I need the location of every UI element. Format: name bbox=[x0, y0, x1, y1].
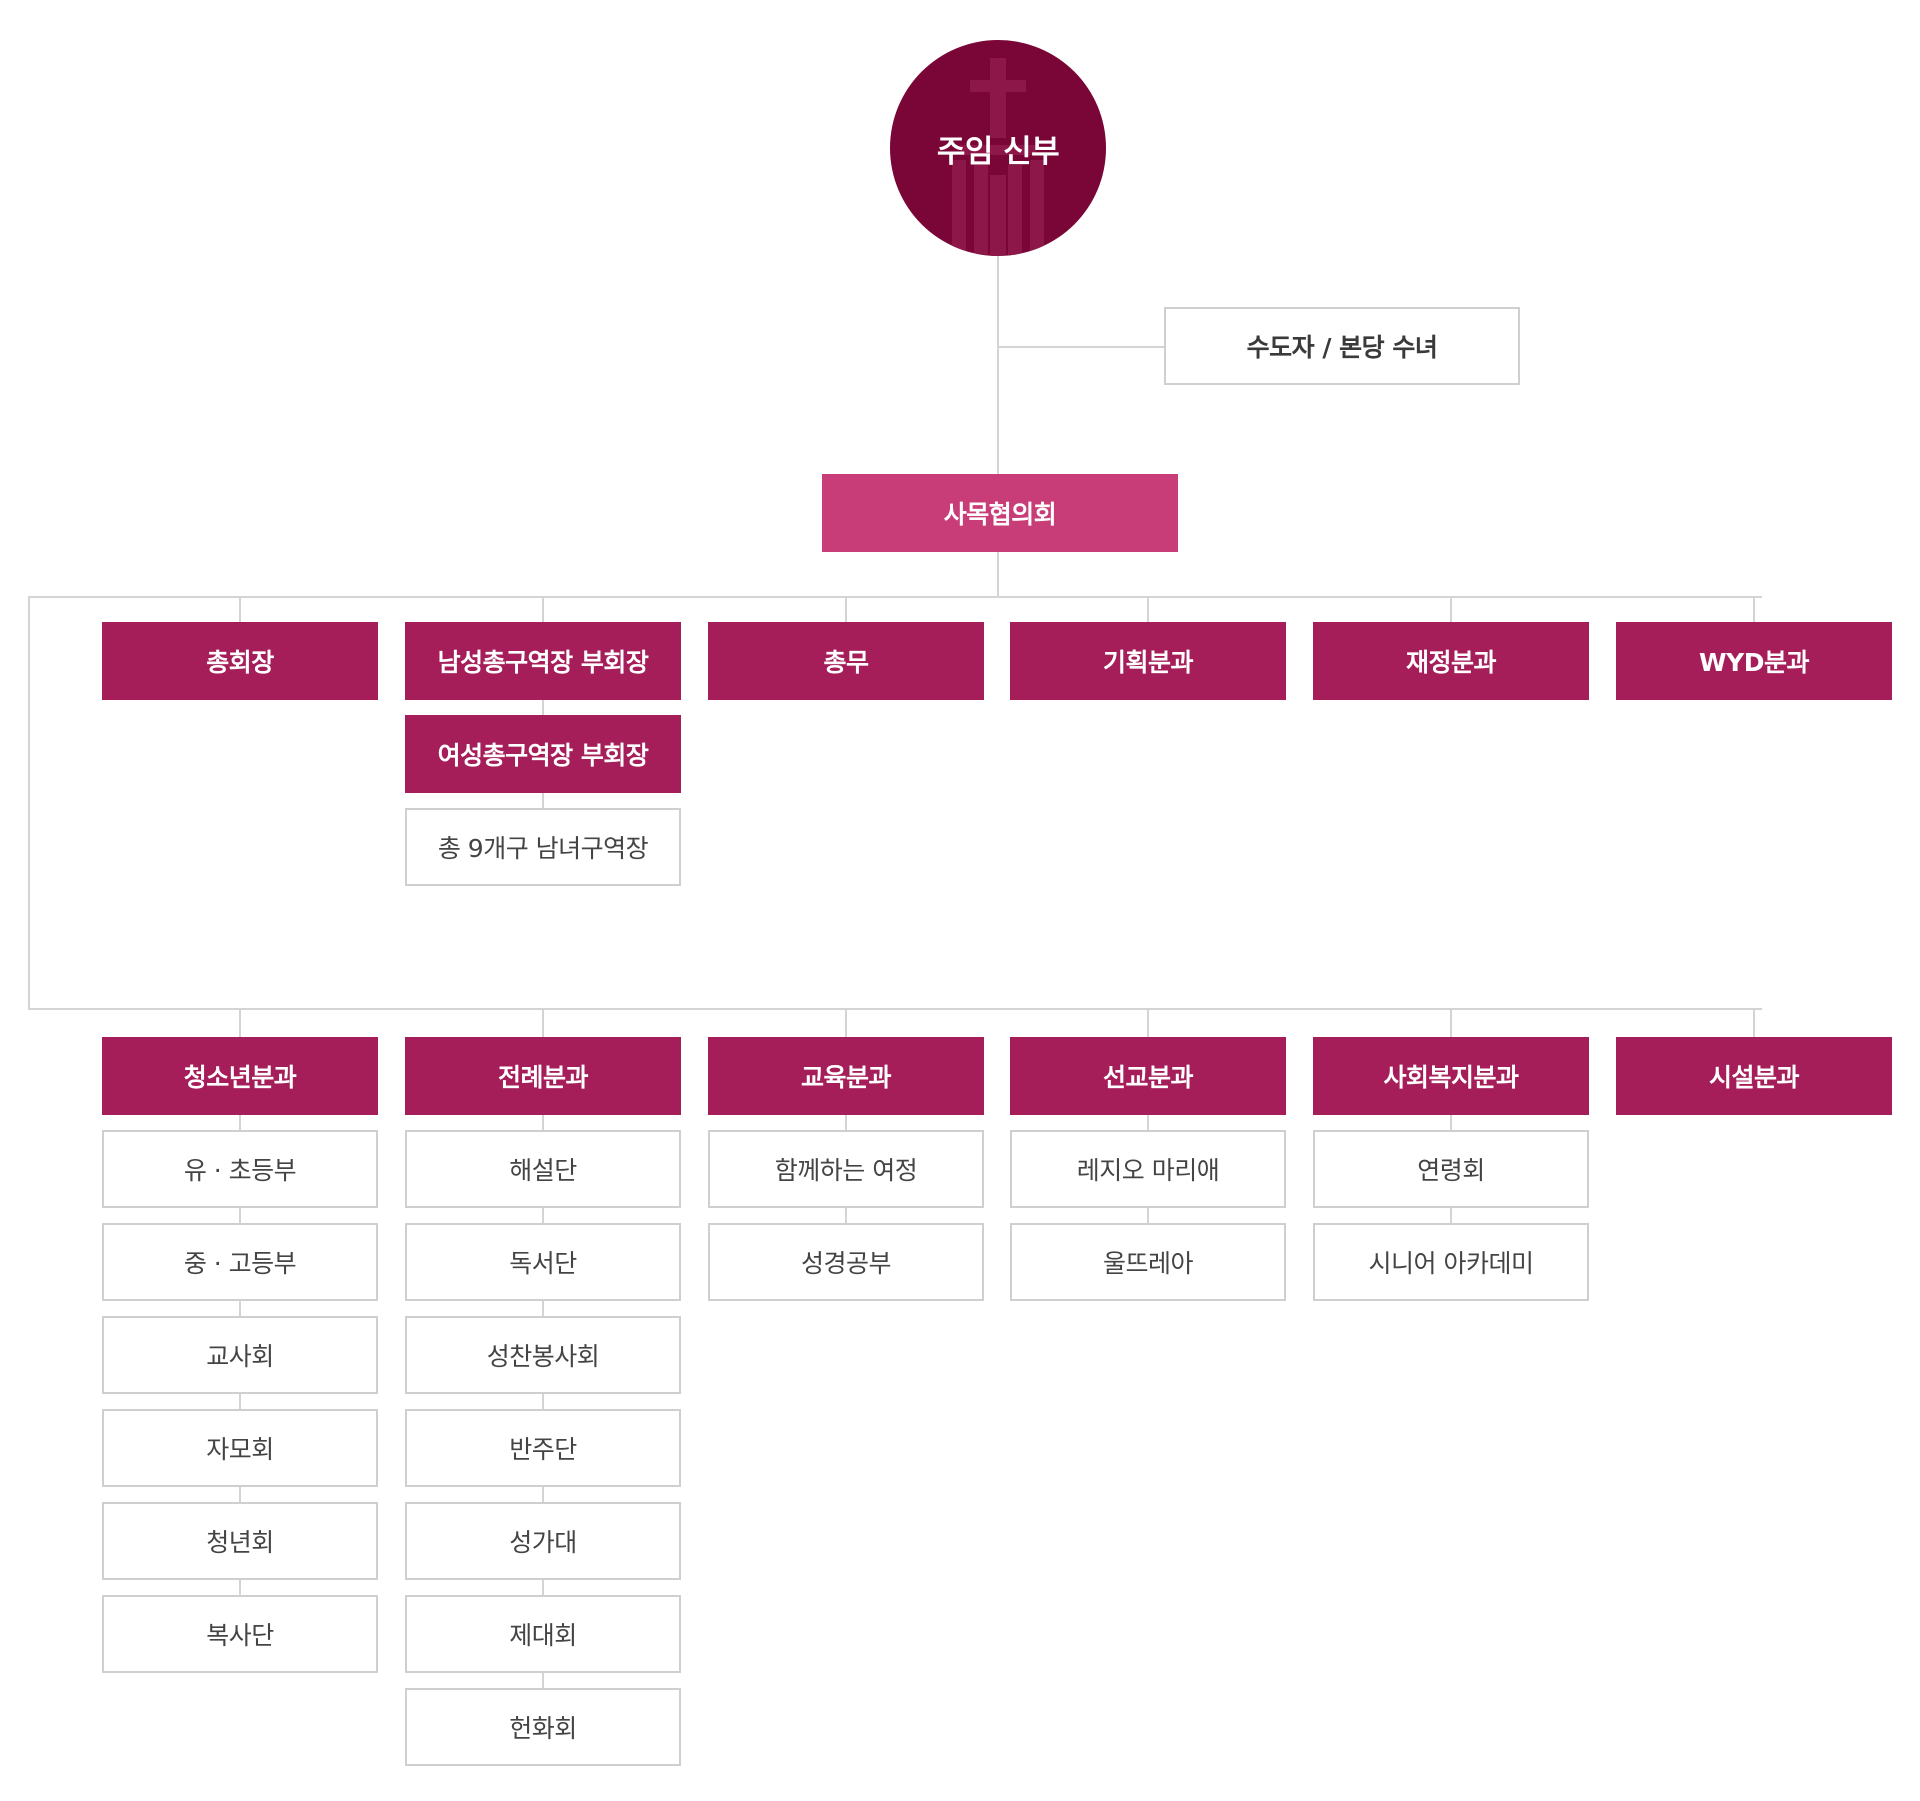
connector-child bbox=[239, 1208, 241, 1223]
connector-lower-drop bbox=[1147, 1008, 1149, 1037]
connector-child bbox=[542, 1301, 544, 1316]
lower-child-box: 울뜨레아 bbox=[1010, 1223, 1286, 1301]
connector-upper-drop bbox=[1450, 596, 1452, 622]
lower-child-box: 청년회 bbox=[102, 1502, 378, 1580]
connector-lower-drop bbox=[542, 1008, 544, 1037]
lower-child-box: 제대회 bbox=[405, 1595, 681, 1673]
connector-child bbox=[542, 1487, 544, 1502]
root-label: 주임 신부 bbox=[936, 133, 1060, 170]
lower-child-box: 시니어 아카데미 bbox=[1313, 1223, 1589, 1301]
council-box: 사목협의회 bbox=[822, 474, 1178, 552]
lower-child-box: 함께하는 여정 bbox=[708, 1130, 984, 1208]
connector-child bbox=[542, 1673, 544, 1688]
lower-child-box: 중 · 고등부 bbox=[102, 1223, 378, 1301]
connector-child bbox=[1450, 1115, 1452, 1130]
connector-child bbox=[239, 1394, 241, 1409]
lower-child-box: 교사회 bbox=[102, 1316, 378, 1394]
upper-child-box: 총 9개구 남녀구역장 bbox=[405, 808, 681, 886]
lower-division-box: 시설분과 bbox=[1616, 1037, 1892, 1115]
lower-child-box: 성찬봉사회 bbox=[405, 1316, 681, 1394]
lower-child-box: 유 · 초등부 bbox=[102, 1130, 378, 1208]
connector-child bbox=[845, 1115, 847, 1130]
lower-child-box: 성가대 bbox=[405, 1502, 681, 1580]
connector-upper-drop bbox=[845, 596, 847, 622]
connector-child bbox=[239, 1301, 241, 1316]
connector-upper-bus bbox=[28, 596, 1762, 598]
connector-lower-drop bbox=[1753, 1008, 1755, 1037]
lower-division-box: 청소년분과 bbox=[102, 1037, 378, 1115]
lower-child-box: 레지오 마리애 bbox=[1010, 1130, 1286, 1208]
lower-child-box: 해설단 bbox=[405, 1130, 681, 1208]
upper-division-box: 기획분과 bbox=[1010, 622, 1286, 700]
lower-child-box: 성경공부 bbox=[708, 1223, 984, 1301]
lower-child-box: 연령회 bbox=[1313, 1130, 1589, 1208]
connector-child bbox=[1450, 1208, 1452, 1223]
upper-division-box: 총회장 bbox=[102, 622, 378, 700]
connector-upper-drop bbox=[1147, 596, 1149, 622]
upper-child-box: 여성총구역장 부회장 bbox=[405, 715, 681, 793]
connector-lower-drop bbox=[1450, 1008, 1452, 1037]
lower-child-box: 반주단 bbox=[405, 1409, 681, 1487]
lower-division-box: 사회복지분과 bbox=[1313, 1037, 1589, 1115]
connector-child bbox=[542, 793, 544, 808]
connector-lower-drop bbox=[239, 1008, 241, 1037]
lower-child-box: 헌화회 bbox=[405, 1688, 681, 1766]
connector-child bbox=[239, 1115, 241, 1130]
upper-division-box: 남성총구역장 부회장 bbox=[405, 622, 681, 700]
root-node: 주임 신부 bbox=[890, 40, 1106, 256]
connector-child bbox=[1147, 1115, 1149, 1130]
connector-upper-drop bbox=[239, 596, 241, 622]
upper-division-box: WYD분과 bbox=[1616, 622, 1892, 700]
church-watermark-icon bbox=[952, 58, 1044, 256]
side-box: 수도자 / 본당 수녀 bbox=[1164, 307, 1520, 385]
connector-council-down bbox=[997, 552, 999, 596]
lower-division-box: 전례분과 bbox=[405, 1037, 681, 1115]
lower-child-box: 복사단 bbox=[102, 1595, 378, 1673]
connector-child bbox=[845, 1208, 847, 1223]
connector-left-frame bbox=[28, 596, 30, 1010]
connector-child bbox=[542, 1394, 544, 1409]
connector-side-branch bbox=[998, 346, 1164, 348]
connector-child bbox=[542, 700, 544, 715]
connector-upper-drop bbox=[1753, 596, 1755, 622]
connector-child bbox=[542, 1580, 544, 1595]
connector-child bbox=[542, 1115, 544, 1130]
lower-division-box: 교육분과 bbox=[708, 1037, 984, 1115]
connector-child bbox=[239, 1580, 241, 1595]
lower-child-box: 자모회 bbox=[102, 1409, 378, 1487]
connector-lower-drop bbox=[845, 1008, 847, 1037]
connector-upper-drop bbox=[542, 596, 544, 622]
connector-lower-bus bbox=[28, 1008, 1762, 1010]
lower-child-box: 독서단 bbox=[405, 1223, 681, 1301]
connector-root-to-council bbox=[997, 256, 999, 474]
connector-child bbox=[1147, 1208, 1149, 1223]
connector-child bbox=[542, 1208, 544, 1223]
connector-child bbox=[239, 1487, 241, 1502]
lower-division-box: 선교분과 bbox=[1010, 1037, 1286, 1115]
upper-division-box: 재정분과 bbox=[1313, 622, 1589, 700]
upper-division-box: 총무 bbox=[708, 622, 984, 700]
